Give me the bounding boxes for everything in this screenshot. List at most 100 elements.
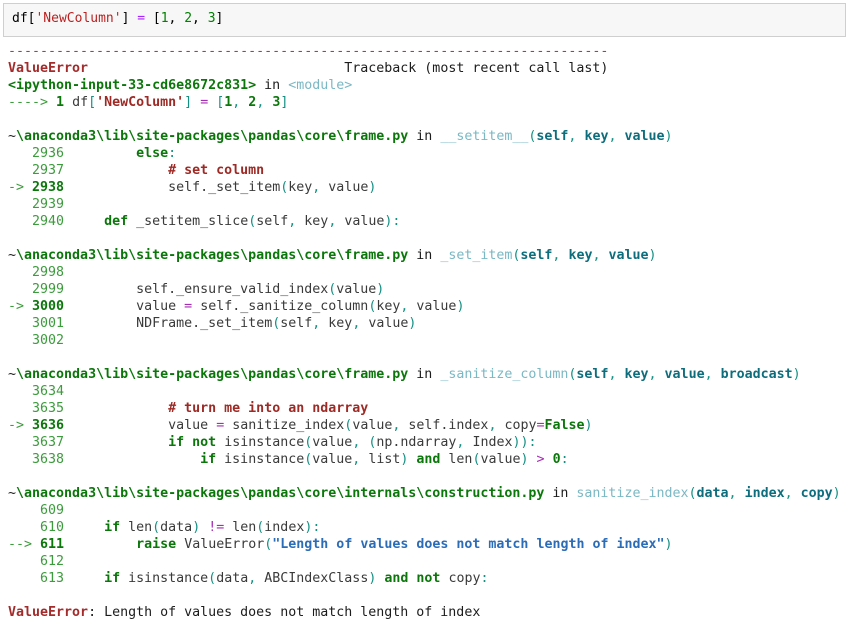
token-plain: ~ xyxy=(8,248,17,263)
blank-line xyxy=(8,111,847,128)
token-id: len xyxy=(128,520,153,535)
code-line: 2937 # set column xyxy=(8,162,847,179)
separator-line: ----------------------------------------… xyxy=(8,43,847,60)
token-t: : xyxy=(560,452,569,467)
code-line: 2940 def _setitem_slice(self, key, value… xyxy=(8,213,847,230)
code-line: 609 xyxy=(8,502,847,519)
token-id: self xyxy=(256,214,289,229)
token-mb: # turn me into an ndarray xyxy=(168,401,369,416)
token-plain xyxy=(128,214,136,229)
token-plain xyxy=(64,401,168,416)
token-t: ( xyxy=(528,129,537,144)
token-t: ( xyxy=(688,486,697,501)
token-g: 610 xyxy=(8,520,65,535)
token-plain xyxy=(737,486,745,501)
frame-header-line: ~\anaconda3\lib\site-packages\pandas\cor… xyxy=(8,247,847,264)
token-plain xyxy=(601,248,609,263)
token-t: , xyxy=(400,299,409,314)
token-id: Index xyxy=(472,435,513,450)
token-gb: 3 xyxy=(272,95,281,110)
token-t: , xyxy=(488,418,497,433)
token-id: len xyxy=(232,520,257,535)
token-gb: and xyxy=(384,571,409,586)
token-id: value xyxy=(312,452,353,467)
token-plain xyxy=(64,435,168,450)
token-t: ( xyxy=(280,180,289,195)
token-t: ): xyxy=(384,214,401,229)
code-cell[interactable]: df['NewColumn'] = [1, 2, 3] xyxy=(3,3,846,37)
token-id: index xyxy=(264,520,305,535)
token-t: , xyxy=(608,129,617,144)
token-plain xyxy=(657,367,665,382)
token-t: ] xyxy=(184,95,193,110)
token-ta: data xyxy=(696,486,729,501)
token-id: NDFrame._set_item xyxy=(136,316,273,331)
token-gb: \anaconda3\lib\site-packages\pandas\core… xyxy=(16,129,409,144)
token-plain xyxy=(64,95,72,110)
token-id: len xyxy=(448,452,473,467)
token-gb: not xyxy=(192,435,217,450)
token-gb: 1 xyxy=(224,95,233,110)
token-t: , xyxy=(352,316,361,331)
code-input-line[interactable]: df['NewColumn'] = [1, 2, 3] xyxy=(12,11,837,27)
token-plain xyxy=(64,146,136,161)
token-gb: if xyxy=(104,520,121,535)
token-t: , xyxy=(312,180,321,195)
token-g: 3635 xyxy=(8,401,65,416)
token-ta: index xyxy=(744,486,785,501)
token-t: , xyxy=(784,486,793,501)
token-t: ( xyxy=(304,452,313,467)
token-t: ( xyxy=(272,316,281,331)
token-t: ( xyxy=(368,435,377,450)
token-t: : xyxy=(168,146,177,161)
token-plain xyxy=(64,214,104,229)
code-line-current: --> 611 raise ValueError("Length of valu… xyxy=(8,536,847,553)
token-ta: value xyxy=(624,129,665,144)
token-plain xyxy=(176,537,184,552)
token-t: [ xyxy=(216,95,225,110)
token-id: self._sanitize_column xyxy=(200,299,369,314)
token-plain: df xyxy=(12,11,28,26)
error-header-line: ValueError Traceback (most recent call l… xyxy=(8,60,847,77)
blank-line xyxy=(8,230,847,247)
token-t: , xyxy=(256,95,265,110)
token-gb: 2938 xyxy=(32,180,65,195)
token-g: 2998 xyxy=(8,265,65,280)
token-t: , xyxy=(312,316,321,331)
code-line: 612 xyxy=(8,553,847,570)
token-t: ( xyxy=(512,248,521,263)
token-plain: ~ xyxy=(8,367,17,382)
token-t: ( xyxy=(256,520,265,535)
token-t: ( xyxy=(304,435,313,450)
token-gb: raise xyxy=(136,537,177,552)
token-g: 3001 xyxy=(8,316,65,331)
token-id: value xyxy=(368,316,409,331)
code-line: 2998 xyxy=(8,264,847,281)
token-t: ) xyxy=(664,129,673,144)
token-gb: not xyxy=(416,571,441,586)
token-gb: False xyxy=(544,418,585,433)
token-id: self xyxy=(280,316,313,331)
token-g: 3634 xyxy=(8,384,65,399)
token-cy: sanitize_index xyxy=(576,486,689,501)
token-ta: key xyxy=(568,248,593,263)
token-ta: key xyxy=(584,129,609,144)
token-id: self.index xyxy=(408,418,489,433)
token-t: ) xyxy=(648,248,657,263)
token-g: 3637 xyxy=(8,435,65,450)
token-plain xyxy=(64,520,104,535)
token-plain xyxy=(216,435,224,450)
code-line-current: -> 2938 self._set_item(key, value) xyxy=(8,179,847,196)
token-g: -> xyxy=(8,299,25,314)
token-t: , xyxy=(648,367,657,382)
token-ta: copy xyxy=(800,486,833,501)
token-plain xyxy=(192,299,200,314)
token-plain xyxy=(545,452,553,467)
token-t: )) xyxy=(512,435,529,450)
token-g: 3002 xyxy=(8,333,65,348)
token-id: value xyxy=(312,435,353,450)
token-plain: , xyxy=(192,11,208,26)
token-rb: ValueError xyxy=(8,61,89,76)
token-id: value xyxy=(352,418,393,433)
token-t: ( xyxy=(344,418,353,433)
